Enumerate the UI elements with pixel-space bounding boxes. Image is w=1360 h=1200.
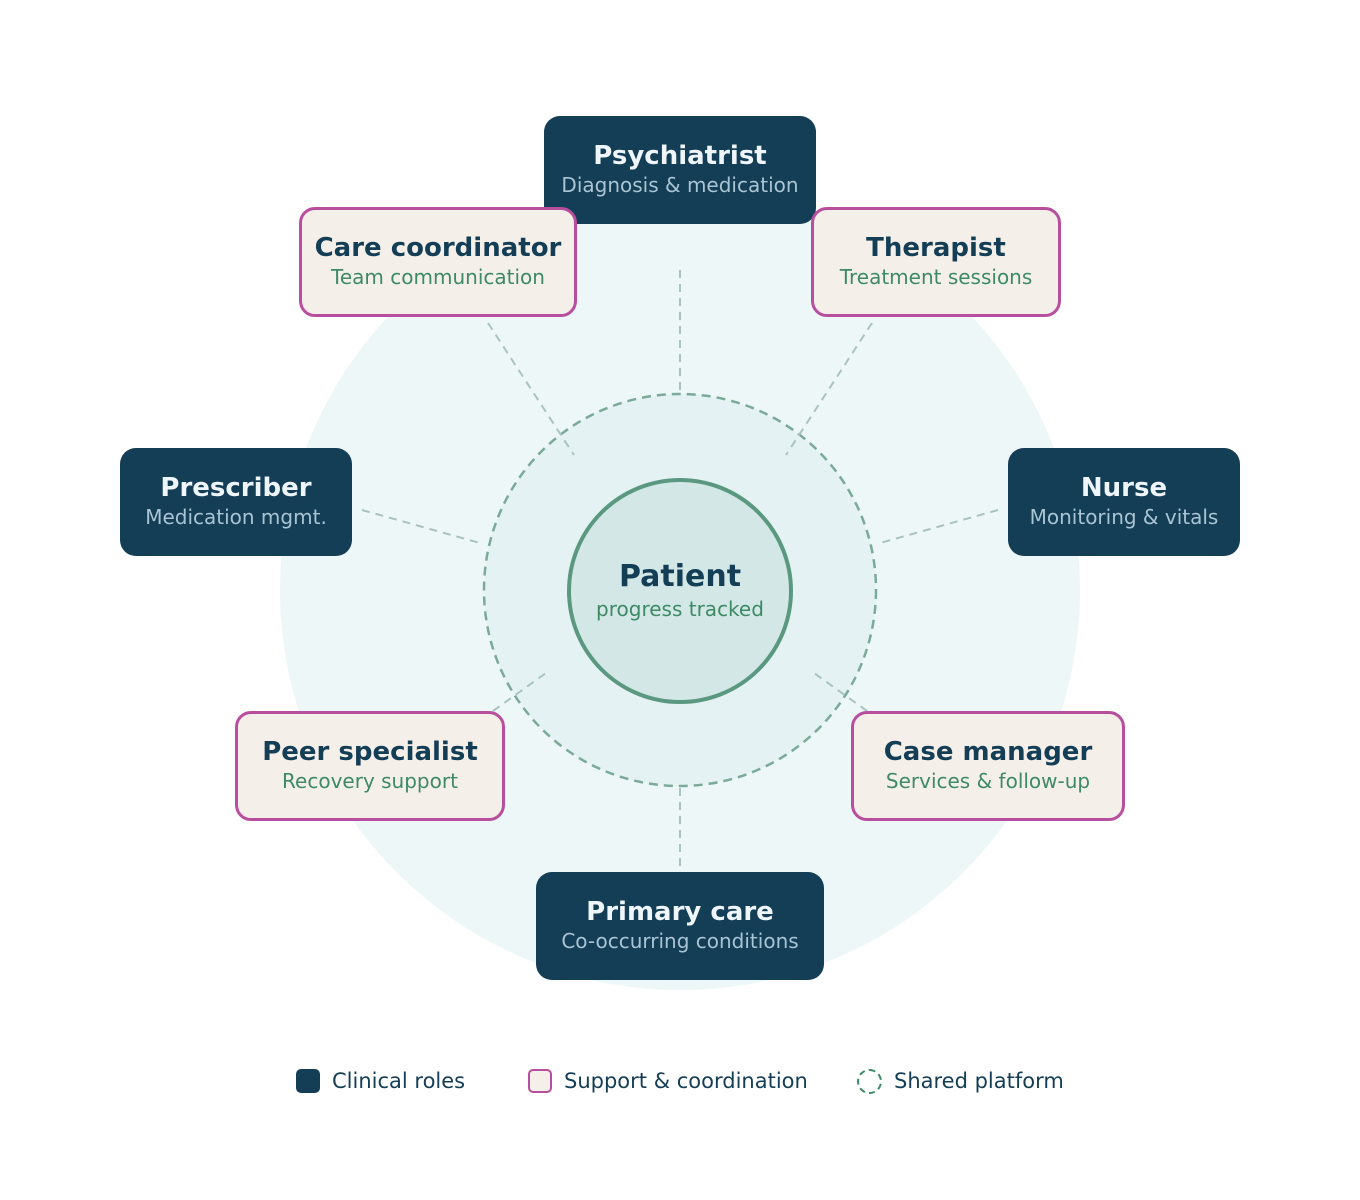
legend-label-support: Support & coordination xyxy=(564,1069,808,1093)
role-title: Primary care xyxy=(586,897,774,927)
legend-item-support: Support & coordination xyxy=(528,1066,808,1096)
role-title: Care coordinator xyxy=(314,233,562,263)
connector-prescriber xyxy=(361,509,481,544)
role-title: Peer specialist xyxy=(262,737,478,767)
role-subtitle: Treatment sessions xyxy=(839,265,1033,289)
role-prescriber: Prescriber Medication mgmt. xyxy=(120,448,352,556)
role-title: Psychiatrist xyxy=(593,141,767,171)
role-title: Therapist xyxy=(866,233,1006,263)
connector-nurse xyxy=(879,509,999,544)
connector-case-manager xyxy=(813,672,868,712)
patient-node: Patient progress tracked xyxy=(567,478,793,704)
role-primary-care: Primary care Co-occurring conditions xyxy=(536,872,824,980)
connector-care-coordinator xyxy=(487,322,575,456)
legend-label-platform: Shared platform xyxy=(894,1069,1064,1093)
role-title: Nurse xyxy=(1080,473,1168,503)
role-subtitle: Co-occurring conditions xyxy=(561,929,799,953)
role-subtitle: Diagnosis & medication xyxy=(561,173,799,197)
role-therapist: Therapist Treatment sessions xyxy=(811,207,1061,317)
role-care-coordinator: Care coordinator Team communication xyxy=(299,207,577,317)
connector-therapist xyxy=(785,322,873,456)
legend: Clinical roles Support & coordination Sh… xyxy=(0,1066,1360,1096)
patient-title: Patient xyxy=(618,559,742,594)
role-nurse: Nurse Monitoring & vitals xyxy=(1008,448,1240,556)
legend-label-clinical: Clinical roles xyxy=(332,1069,466,1093)
role-case-manager: Case manager Services & follow-up xyxy=(851,711,1125,821)
role-title: Case manager xyxy=(883,737,1093,767)
role-peer-specialist: Peer specialist Recovery support xyxy=(235,711,505,821)
legend-item-clinical: Clinical roles xyxy=(296,1066,465,1096)
role-title: Prescriber xyxy=(160,473,312,503)
platform-swatch-icon xyxy=(857,1068,882,1094)
role-psychiatrist: Psychiatrist Diagnosis & medication xyxy=(544,116,816,224)
patient-subtitle: progress tracked xyxy=(596,597,764,621)
clinical-swatch-icon xyxy=(296,1069,320,1093)
role-subtitle: Services & follow-up xyxy=(885,769,1091,793)
role-subtitle: Recovery support xyxy=(282,769,458,793)
role-subtitle: Monitoring & vitals xyxy=(1029,505,1219,529)
support-swatch-icon xyxy=(528,1069,552,1093)
connector-peer-specialist xyxy=(492,672,547,712)
role-subtitle: Medication mgmt. xyxy=(145,505,327,529)
role-subtitle: Team communication xyxy=(331,265,545,289)
legend-item-platform: Shared platform xyxy=(857,1066,1064,1096)
